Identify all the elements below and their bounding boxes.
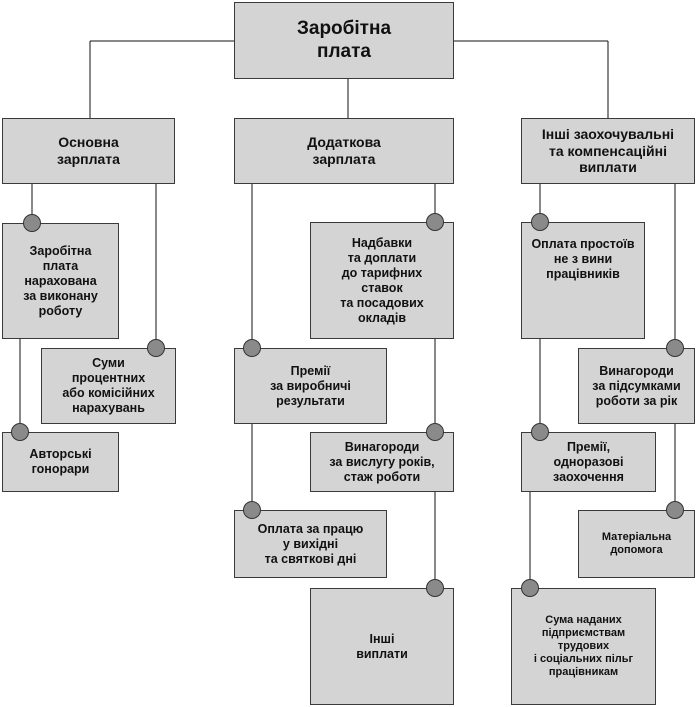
connector-dot (23, 214, 41, 232)
weekend-pay-box: Оплата за працю у вихідні та святкові дн… (234, 510, 387, 578)
material-aid-label: Матеріальна допомога (601, 530, 672, 556)
connector-dot (531, 423, 549, 441)
annual-reward-box: Винагороди за підсумками роботи за рік (578, 348, 695, 424)
other-payments-box: Інші виплати (310, 588, 454, 705)
connector-dot (521, 579, 539, 597)
additional-salary-box: Додаткова зарплата (234, 118, 454, 184)
connector-dot (426, 579, 444, 597)
connector-dot (243, 501, 261, 519)
allowances-label: Надбавки та доплати до тарифних ставок т… (340, 235, 424, 325)
seniority-reward-box: Винагороди за вислугу років, стаж роботи (310, 432, 454, 492)
connector-dot (666, 501, 684, 519)
connector-dot (147, 339, 165, 357)
weekend-pay-label: Оплата за працю у вихідні та святкові дн… (257, 521, 364, 566)
salary-title-box: Заробітна плата (234, 2, 454, 79)
benefits-box: Сума наданих підприємствам трудових і со… (511, 588, 656, 705)
connector-dot (426, 423, 444, 441)
other-payments-category-label: Інші заохочувальні та компенсаційні випл… (541, 125, 675, 176)
connector-dot (531, 213, 549, 231)
connector-dot (243, 339, 261, 357)
downtime-pay-label: Оплата простоїв не з вини працівників (531, 237, 635, 281)
one-time-bonus-label: Премії, одноразові заохочення (553, 439, 624, 484)
basic-salary-label: Основна зарплата (57, 134, 120, 167)
connector-dot (11, 423, 29, 441)
earned-pay-label: Заробітна плата нарахована за виконану р… (23, 243, 98, 318)
benefits-label: Сума наданих підприємствам трудових і со… (533, 613, 634, 679)
connector-dot (666, 339, 684, 357)
royalties-box: Авторські гонорари (2, 432, 119, 492)
downtime-pay-box: Оплата простоїв не з вини працівників (521, 222, 645, 339)
annual-reward-label: Винагороди за підсумками роботи за рік (592, 363, 681, 408)
one-time-bonus-box: Премії, одноразові заохочення (521, 432, 656, 492)
allowances-box: Надбавки та доплати до тарифних ставок т… (310, 222, 454, 339)
seniority-reward-label: Винагороди за вислугу років, стаж роботи (329, 439, 435, 484)
royalties-label: Авторські гонорари (29, 447, 92, 476)
basic-salary-box: Основна зарплата (2, 118, 175, 184)
commission-box: Суми процентних або комісійних нарахуван… (41, 348, 176, 424)
salary-title: Заробітна плата (296, 17, 392, 62)
additional-salary-label: Додаткова зарплата (307, 134, 381, 167)
commission-label: Суми процентних або комісійних нарахуван… (62, 356, 155, 415)
connector-dot (426, 213, 444, 231)
production-bonus-box: Премії за виробничі результати (234, 348, 387, 424)
material-aid-box: Матеріальна допомога (578, 510, 695, 578)
production-bonus-label: Премії за виробничі результати (270, 363, 351, 408)
other-payments-category-box: Інші заохочувальні та компенсаційні випл… (521, 118, 695, 184)
other-payments-label: Інші виплати (356, 631, 408, 661)
earned-pay-box: Заробітна плата нарахована за виконану р… (2, 223, 119, 339)
